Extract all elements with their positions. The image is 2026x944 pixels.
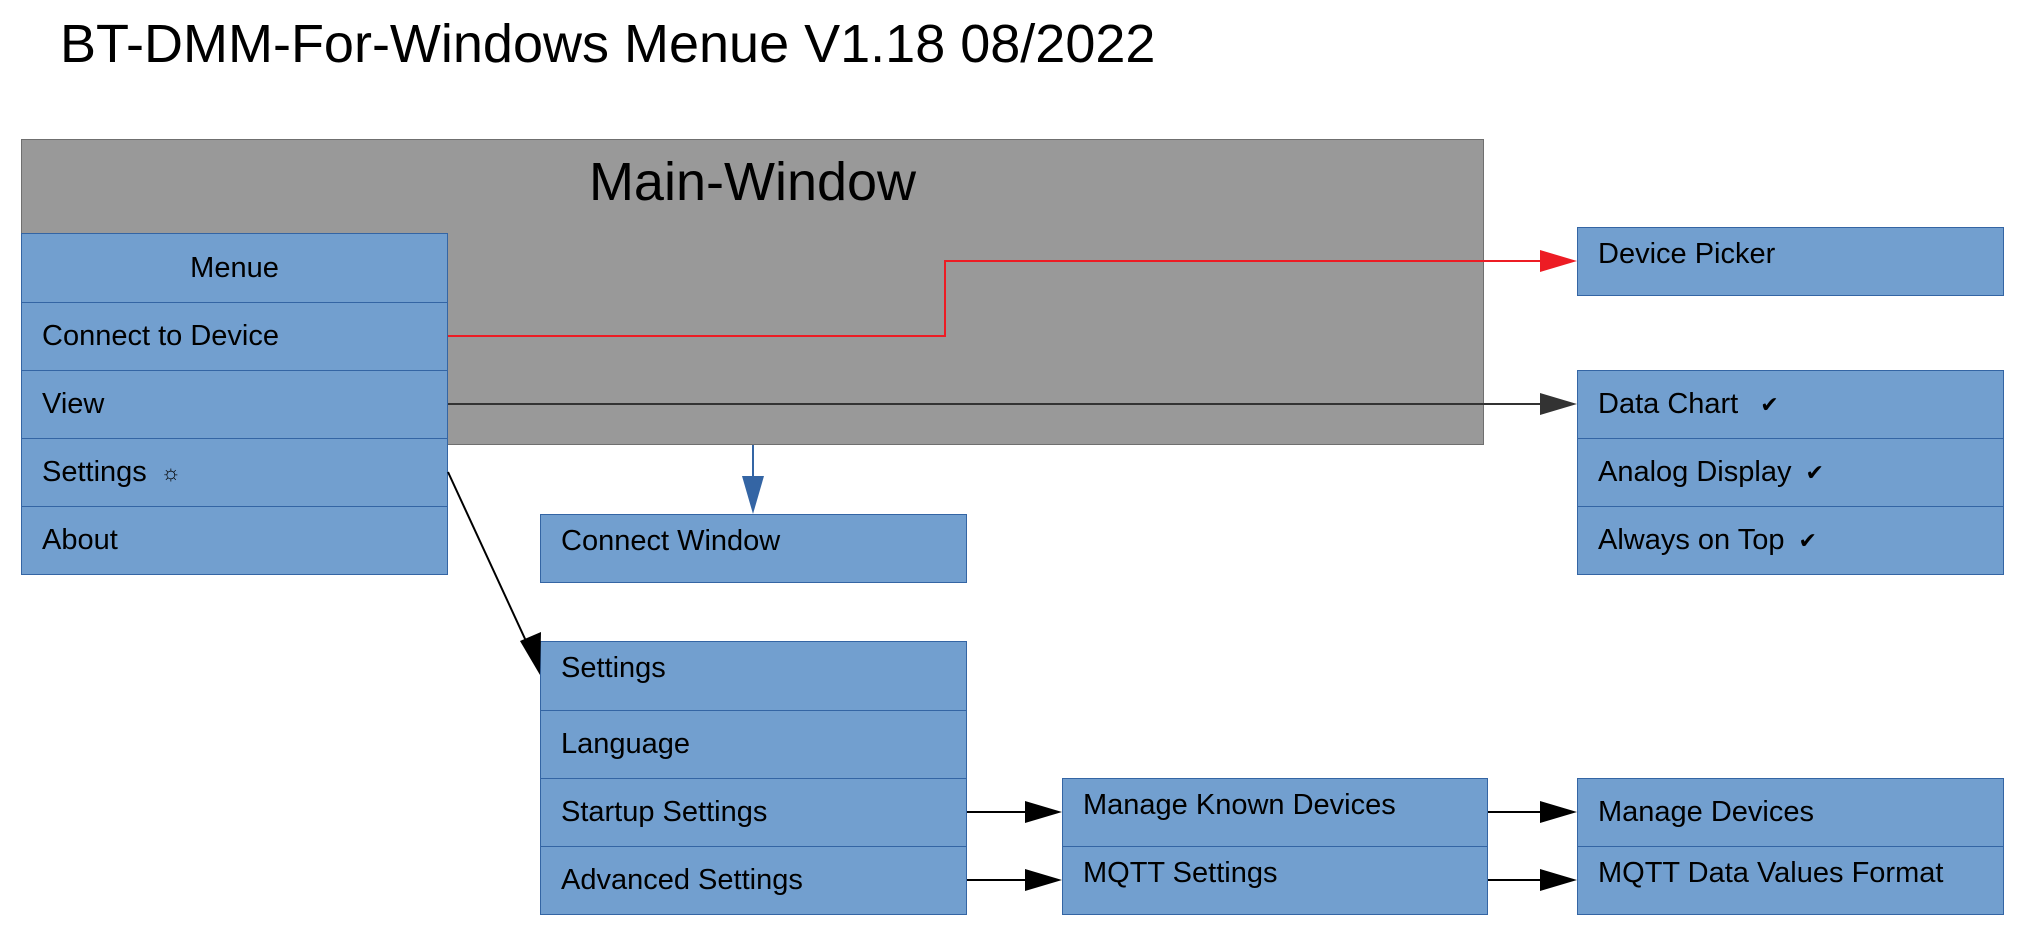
settings-item-advanced-settings[interactable]: Advanced Settings: [540, 846, 967, 915]
connect-to-device-picker-arrowhead: [1540, 250, 1577, 272]
view-item-data-chart[interactable]: Data Chart ✔: [1577, 370, 2004, 439]
manage-devices-box[interactable]: Manage Devices: [1577, 778, 2004, 847]
checkmark-icon: ✔: [1805, 459, 1824, 485]
menu-item-label: About: [42, 524, 118, 556]
mqtt-to-format-arrowhead: [1540, 869, 1577, 891]
settings-item-label: Startup Settings: [561, 796, 768, 828]
main-to-connect-window-arrowhead: [742, 476, 764, 514]
menu-item-view[interactable]: View: [21, 370, 448, 439]
view-item-label: Always on Top: [1598, 524, 1785, 556]
sun-icon: ☼: [160, 459, 181, 485]
main-window-title: Main-Window: [588, 152, 917, 212]
menue-header: Menue: [21, 233, 448, 303]
settings-item-startup-settings[interactable]: Startup Settings: [540, 778, 967, 847]
settings-to-submenu-line: [447, 471, 527, 642]
menu-item-connect-to-device[interactable]: Connect to Device: [21, 302, 448, 371]
checkmark-icon: ✔: [1760, 391, 1779, 417]
menu-item-label: View: [42, 388, 105, 420]
menue-header-label: Menue: [190, 251, 279, 284]
sub-item-label: Manage Known Devices: [1083, 789, 1396, 821]
menu-item-settings[interactable]: Settings ☼: [21, 438, 448, 507]
known-to-manage-devices-arrowhead: [1540, 801, 1577, 823]
startup-to-known-devices-arrowhead: [1025, 801, 1062, 823]
device-picker-label: Device Picker: [1598, 238, 1776, 270]
view-item-label: Data Chart: [1598, 388, 1739, 420]
view-to-data-chart-arrowhead: [1540, 393, 1577, 415]
sub-item-label: MQTT Data Values Format: [1598, 857, 1944, 889]
connect-window-box: Connect Window: [540, 514, 967, 583]
sub-item-label: MQTT Settings: [1083, 857, 1278, 889]
manage-known-devices-box[interactable]: Manage Known Devices: [1062, 778, 1488, 847]
settings-item-language[interactable]: Language: [540, 710, 967, 779]
settings-item-settings[interactable]: Settings: [540, 641, 967, 711]
advanced-to-mqtt-arrowhead: [1025, 869, 1062, 891]
settings-to-submenu-arrowhead: [520, 632, 541, 675]
menu-item-about[interactable]: About: [21, 506, 448, 575]
sub-item-label: Manage Devices: [1598, 796, 1814, 828]
settings-item-label: Language: [561, 728, 691, 760]
view-item-always-on-top[interactable]: Always on Top ✔: [1577, 506, 2004, 575]
settings-item-label: Advanced Settings: [561, 864, 803, 896]
settings-item-label: Settings: [561, 652, 666, 684]
device-picker-box: Device Picker: [1577, 227, 2004, 296]
mqtt-settings-box[interactable]: MQTT Settings: [1062, 846, 1488, 915]
menu-item-label: Settings: [42, 456, 147, 488]
checkmark-icon: ✔: [1798, 527, 1817, 553]
view-item-analog-display[interactable]: Analog Display ✔: [1577, 438, 2004, 507]
mqtt-data-values-format-box[interactable]: MQTT Data Values Format: [1577, 846, 2004, 915]
connect-window-label: Connect Window: [561, 525, 781, 557]
view-item-label: Analog Display: [1598, 456, 1792, 488]
menu-item-label: Connect to Device: [42, 320, 279, 352]
diagram-title: BT-DMM-For-Windows Menue V1.18 08/2022: [60, 14, 1156, 74]
